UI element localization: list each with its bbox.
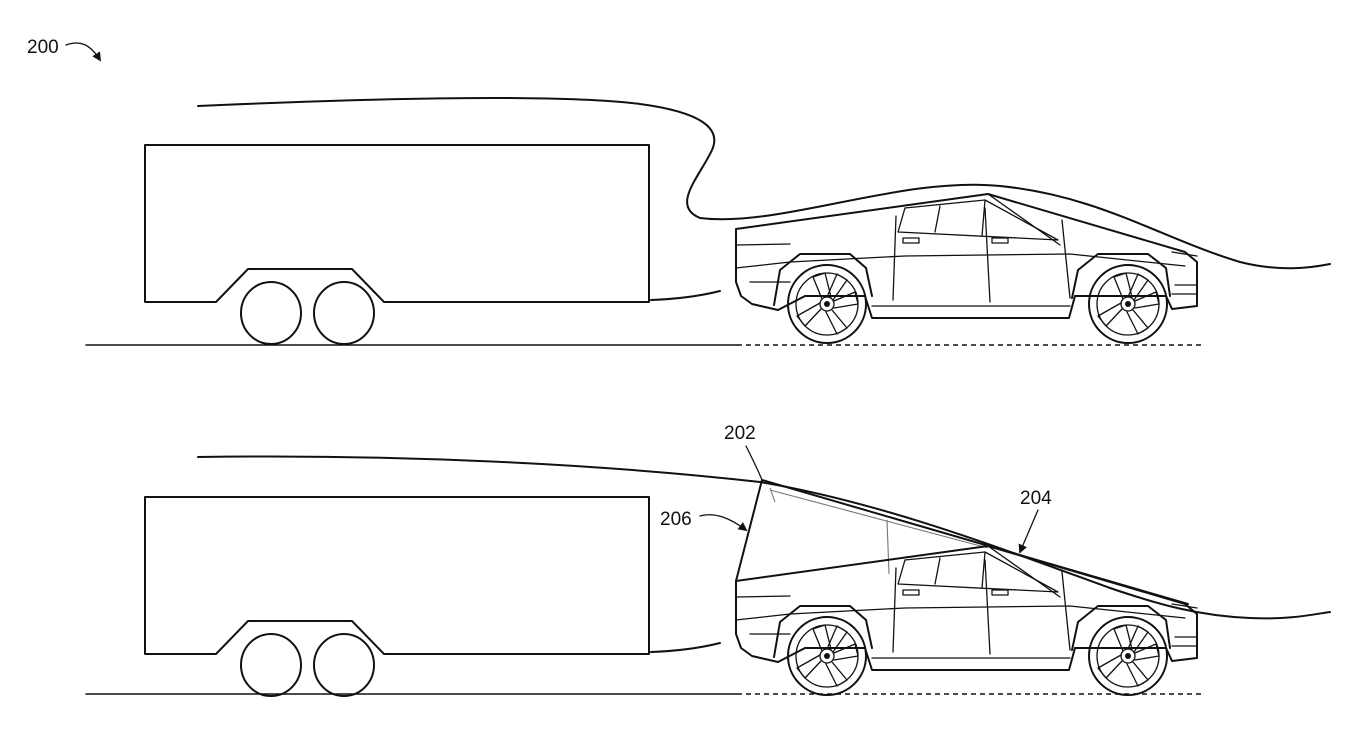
trailer-wake-line-top <box>650 290 721 301</box>
leader-cap-surface <box>1018 509 1039 554</box>
airflow-line-top <box>197 97 1331 270</box>
panel-top <box>85 97 1331 346</box>
label-cap-front: 206 <box>660 509 692 530</box>
figure-reference: 200 <box>27 37 101 62</box>
figure-reference-arrow <box>65 42 101 62</box>
truck-top <box>736 194 1197 343</box>
trailer-top <box>144 144 650 345</box>
reference-labels: 202 204 206 <box>660 423 1052 554</box>
trailer-wake-line-bottom <box>650 642 721 653</box>
airflow-line-bottom <box>197 455 1331 620</box>
truck-bottom <box>736 546 1197 695</box>
leader-cap <box>745 445 763 481</box>
figure-number: 200 <box>27 37 59 58</box>
label-cap-surface: 204 <box>1020 488 1052 509</box>
leader-cap-front <box>699 514 748 532</box>
trailer-bottom <box>144 496 650 697</box>
panel-bottom <box>85 455 1331 697</box>
label-cap: 202 <box>724 423 756 444</box>
